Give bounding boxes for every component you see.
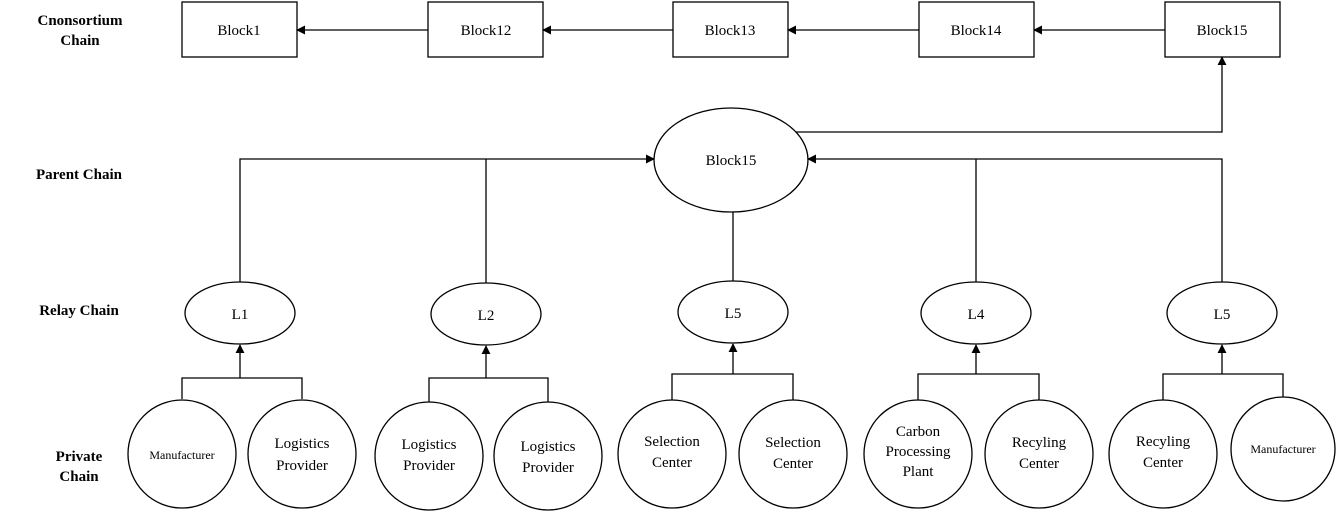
row-label-private-line1: Private xyxy=(56,449,103,465)
private-node: Manufacturer xyxy=(1230,396,1336,502)
relay-to-parent-connectors xyxy=(239,154,1223,283)
relay-to-parent-arrow-right xyxy=(807,154,1223,283)
row-label-parent: Parent Chain xyxy=(36,167,123,183)
private-node: Selection Center xyxy=(617,399,727,509)
consortium-block: Block15 xyxy=(1164,1,1281,58)
private-node-label-line1: Logistics xyxy=(402,437,457,453)
relay-node-label: L5 xyxy=(725,306,742,322)
private-node-label-line1: Carbon xyxy=(896,424,941,440)
private-node-label-line1: Recyling xyxy=(1136,434,1191,450)
parent-block-label: Block15 xyxy=(706,153,757,169)
consortium-block: Block14 xyxy=(918,1,1035,58)
row-label-private-line2: Chain xyxy=(59,469,99,485)
bracket-connector xyxy=(1162,373,1284,402)
parent-chain: Block15 xyxy=(653,56,1227,213)
private-node: Recyling Center xyxy=(984,399,1094,509)
private-node-label-line3: Plant xyxy=(903,464,935,480)
private-node-label-line2: Center xyxy=(773,456,813,472)
private-node-label-line2: Center xyxy=(1019,456,1059,472)
row-label-consortium-line1: Cnonsortium xyxy=(37,13,123,29)
private-node: Carbon Processing Plant xyxy=(863,399,973,509)
consortium-block-label: Block1 xyxy=(217,23,260,39)
relay-node-label: L5 xyxy=(1214,307,1231,323)
consortium-block-label: Block13 xyxy=(705,23,756,39)
row-label-consortium-line2: Chain xyxy=(60,33,100,49)
private-node: Recyling Center xyxy=(1108,399,1218,509)
row-labels: Cnonsortium Chain Parent Chain Relay Cha… xyxy=(36,13,123,485)
private-node-label-line2: Provider xyxy=(403,458,455,474)
relay-to-parent-arrow-left xyxy=(239,154,655,282)
bracket-connector xyxy=(181,377,303,399)
consortium-chain: Block1 Block12 Block13 Block14 Block15 xyxy=(181,1,1281,58)
relay-node: L1 xyxy=(184,281,296,345)
private-node-label: Manufacturer xyxy=(149,448,214,462)
private-node-label-line2: Center xyxy=(1143,455,1183,471)
private-node-label-line2: Processing xyxy=(886,444,951,460)
private-to-relay-connectors xyxy=(181,343,1284,404)
relay-node: L5 xyxy=(677,280,789,344)
private-node: Logistics Provider xyxy=(493,401,603,511)
consortium-block-label: Block14 xyxy=(951,23,1002,39)
private-node-label-line1: Logistics xyxy=(521,439,576,455)
bracket-connector xyxy=(671,373,794,402)
private-node: Logistics Provider xyxy=(374,401,484,511)
consortium-block-label: Block12 xyxy=(461,23,512,39)
relay-node-label: L2 xyxy=(478,308,495,324)
bracket-connector xyxy=(428,377,549,404)
relay-node: L4 xyxy=(920,281,1032,345)
private-node-label-line1: Recyling xyxy=(1012,435,1067,451)
relay-chain: L1 L2 L5 L4 L5 xyxy=(184,280,1278,346)
private-node-label-line1: Selection xyxy=(765,435,821,451)
row-label-relay: Relay Chain xyxy=(39,303,119,319)
consortium-block: Block13 xyxy=(672,1,789,58)
private-node-label-line1: Logistics xyxy=(275,436,330,452)
parent-to-consortium-arrow xyxy=(796,56,1227,133)
relay-node: L2 xyxy=(430,282,542,346)
private-chain: Manufacturer Logistics Provider Logistic… xyxy=(127,396,1336,511)
private-node-label-line2: Center xyxy=(652,455,692,471)
relay-node: L5 xyxy=(1166,281,1278,345)
private-node: Manufacturer xyxy=(127,399,237,509)
private-node: Selection Center xyxy=(738,399,848,509)
relay-node-label: L1 xyxy=(232,307,249,323)
private-node-label-line1: Selection xyxy=(644,434,700,450)
private-node: Logistics Provider xyxy=(247,399,357,509)
private-node-label-line2: Provider xyxy=(276,458,328,474)
relay-node-label: L4 xyxy=(968,307,985,323)
bracket-connector xyxy=(917,373,1040,400)
private-node-label: Manufacturer xyxy=(1250,442,1315,456)
consortium-block-label: Block15 xyxy=(1197,23,1248,39)
consortium-block: Block12 xyxy=(427,1,544,58)
private-node-label-line2: Provider xyxy=(522,460,574,476)
consortium-block: Block1 xyxy=(181,1,298,58)
